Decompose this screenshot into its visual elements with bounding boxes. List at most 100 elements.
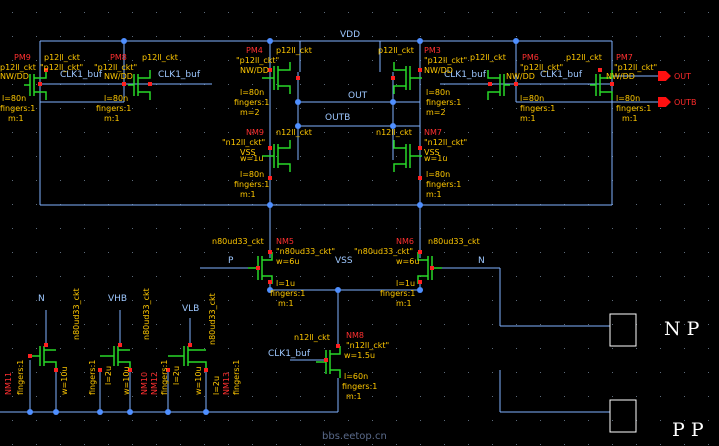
net-label-outb: OUTB [325,113,351,123]
terminal-pin [268,68,272,72]
bias-param-1: w=10u [60,366,69,396]
terminal-pin [118,343,122,347]
pm9-name: PM9 [14,53,31,62]
out-pin-label: OUT [674,72,692,81]
net-label-clk-buf-2: CLK1_buf [158,70,201,80]
pm6-terminal: NW/DD [506,72,535,81]
terminal-pin [166,368,170,372]
pm3-cell: "p12ll_ckt" [424,56,468,65]
nm6-model: n80ud33_ckt [428,237,480,246]
nm7-m: m:1 [426,190,442,199]
bias-device-2-symbol [100,346,131,370]
pm3-length: l=80n [426,88,451,97]
nm5-model: n80ud33_ckt [212,237,264,246]
nm9-symbol [262,140,291,172]
bias-model-4: n80ud33_ckt [208,293,217,345]
p-port-box[interactable] [609,399,637,433]
nm7-symbol [393,140,422,172]
pm6-cell: "p12ll_ckt" [520,63,564,72]
nm7-name: NM7 [424,128,442,137]
nm5-width: w=6u [276,257,300,266]
net-label-bias-n: N [38,294,45,304]
bias-fingers-2: fingers:1 [88,359,97,395]
pm9-model: p12ll_ckt [44,53,80,62]
nm8-m: m:1 [346,392,362,401]
pm9-terminal: NW/DD [0,72,29,81]
net-label-clk-buf-5: CLK1_buf [268,349,311,359]
pm9-m: m:1 [8,114,24,123]
nm9-fingers: fingers:1 [234,180,270,189]
wire-junctions [27,38,519,415]
terminal-pin [268,280,272,284]
terminal-pin [38,82,42,86]
terminal-pin [44,68,48,72]
bias-name-3: NM12 [150,371,159,395]
nm5-name: NM5 [276,237,294,246]
n-port-label: N P [664,318,700,340]
pm3-terminal: NW/DD [424,66,453,75]
terminal-pin [54,368,58,372]
nm9-model: n12ll_ckt [276,128,312,137]
nm9-cell: "n12ll_ckt" [222,138,266,147]
bias-name-2: NM10 [140,371,149,395]
bias-name-1: NM11 [4,371,13,395]
nm9-name: NM9 [246,128,264,137]
pm7-cell: "p12ll_ckt" [614,63,658,72]
n-port-box[interactable] [609,313,637,347]
net-label-clk-buf-1: CLK1_buf [60,70,103,80]
bias-param-3: w=10u [122,366,131,396]
pm3-m: m=2 [426,108,446,117]
terminal-pin [268,176,272,180]
terminal-pin [188,343,192,347]
terminal-pin [28,354,32,358]
pm4-model: p12ll_ckt [276,46,312,55]
nm9-length: l=80n [240,170,265,179]
pin-markers [28,68,614,372]
pm6-name: PM6 [522,53,539,62]
net-label-out: OUT [348,91,368,101]
terminal-pin [122,82,126,86]
wires [0,40,658,413]
terminal-pin [268,146,272,150]
pm6-fingers: fingers:1 [520,104,556,113]
nm6-width: w=6u [396,257,420,266]
net-label-vss: VSS [335,256,353,266]
outb-pin-icon[interactable] [658,97,671,107]
nm7-fingers: fingers:1 [426,180,462,189]
nm7-terminal: VSS [424,148,440,157]
pm6-symbol [487,70,510,100]
terminal-pin [418,68,422,72]
net-label-p: P [228,256,234,266]
pm4-fingers: fingers:1 [234,98,270,107]
transistors [24,62,613,378]
nm5-cell: "n80ud33_ckt" [276,247,336,256]
out-pin-icon[interactable] [658,71,671,81]
terminal-pin [256,266,260,270]
nm9-m: m:1 [240,190,256,199]
pm8-length: l=80n [104,94,129,103]
bias-device-3-symbol [168,346,207,370]
pm3-model: p12ll_ckt [378,46,414,55]
pm7-terminal: NW/DD [606,72,635,81]
pm9-length: l=80n [2,94,27,103]
bias-fingers-4: fingers:1 [232,359,241,395]
p-port-label: P P [672,419,704,441]
nm7-width: w=1u [424,154,448,163]
terminal-pin [391,76,395,80]
terminal-pin [514,82,518,86]
terminal-pin [128,368,132,372]
pm4-cell: "p12ll_ckt" [236,56,280,65]
nm8-length: l=60n [344,372,369,381]
terminal-pin [44,343,48,347]
net-label-clk-buf-3: CLK1_buf [444,70,487,80]
pm3-name: PM3 [424,46,441,55]
bias-fingers-3: fingers:1 [160,359,169,395]
pm8-name: PM8 [110,53,127,62]
terminal-pin [204,368,208,372]
pm9-fingers: fingers:1 [0,104,36,113]
terminal-pin [488,82,492,86]
pm4-length: l=80n [240,88,265,97]
terminal-pin [430,266,434,270]
terminal-pin [418,176,422,180]
